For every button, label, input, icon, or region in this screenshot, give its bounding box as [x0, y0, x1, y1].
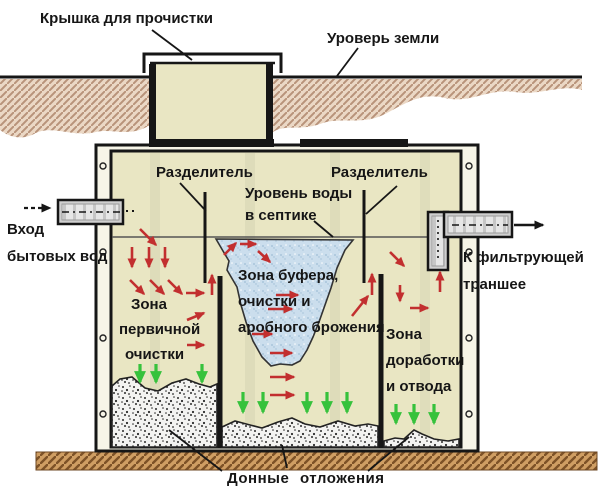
zone-primary-line-3: очистки [125, 346, 185, 363]
ground-hatch-left [0, 79, 150, 138]
zone-buffer-line-3: аробного брожения [238, 319, 385, 336]
divider-right-label: Разделитель [331, 164, 428, 181]
inspection-riser [142, 52, 283, 144]
top-hatch-bar-left [149, 139, 274, 147]
inlet-label: Вход бытовых вод [7, 216, 107, 270]
ground [0, 75, 582, 138]
top-hatch-bar-right [300, 139, 408, 147]
zone-outlet-label: Зона доработки и отвода [386, 322, 464, 400]
divider-left-label: Разделитель [156, 164, 253, 181]
green-settling-arrows [134, 364, 440, 426]
ground-level-label: Уроверь земли [327, 30, 440, 47]
zone-buffer-line-1: Зона буфера, [238, 267, 339, 284]
water-level-label: Уровень воды в септике [245, 183, 352, 227]
inlet-pipe [24, 198, 137, 226]
ground-hatch-right [273, 79, 582, 132]
zone-buffer-line-2: очистки и [238, 293, 311, 310]
zone-outlet-line-1: Зона [386, 326, 422, 343]
sediment-piles [111, 376, 460, 448]
leader-lines [151, 29, 410, 472]
zone-primary-label: Зона первичной очистки [119, 292, 200, 367]
outlet-pipe [426, 210, 545, 272]
outlet-line-2: траншее [463, 276, 527, 293]
zone-primary-line-1: Зона [131, 296, 167, 313]
outlet-line-1: К фильтрующей [463, 249, 584, 266]
sediment-pile-middle [221, 417, 379, 448]
zone-primary-line-2: первичной [119, 321, 201, 338]
water-funnel [214, 238, 355, 367]
water-level-line-1: Уровень воды [245, 185, 353, 202]
outlet-label: К фильтрующей траншее [463, 244, 584, 298]
dividers [203, 190, 384, 447]
cover-label: Крышка для прочистки [40, 10, 213, 27]
wall-bolts [99, 162, 473, 418]
inlet-line-1: Вход [7, 221, 45, 238]
zone-outlet-line-3: и отвода [386, 378, 452, 395]
sediment-pile-left [111, 376, 218, 448]
red-flow-arrows [127, 228, 445, 400]
water [112, 236, 460, 367]
riser-cover [142, 52, 283, 73]
zone-buffer-label: Зона буфера, очистки и аробного брожения [238, 263, 385, 341]
bottom-sediment-label: Донные отложения [227, 470, 385, 487]
inlet-line-2: бытовых вод [7, 248, 108, 265]
zone-outlet-line-2: доработки [386, 352, 465, 369]
water-level-line-2: в септике [245, 207, 317, 224]
